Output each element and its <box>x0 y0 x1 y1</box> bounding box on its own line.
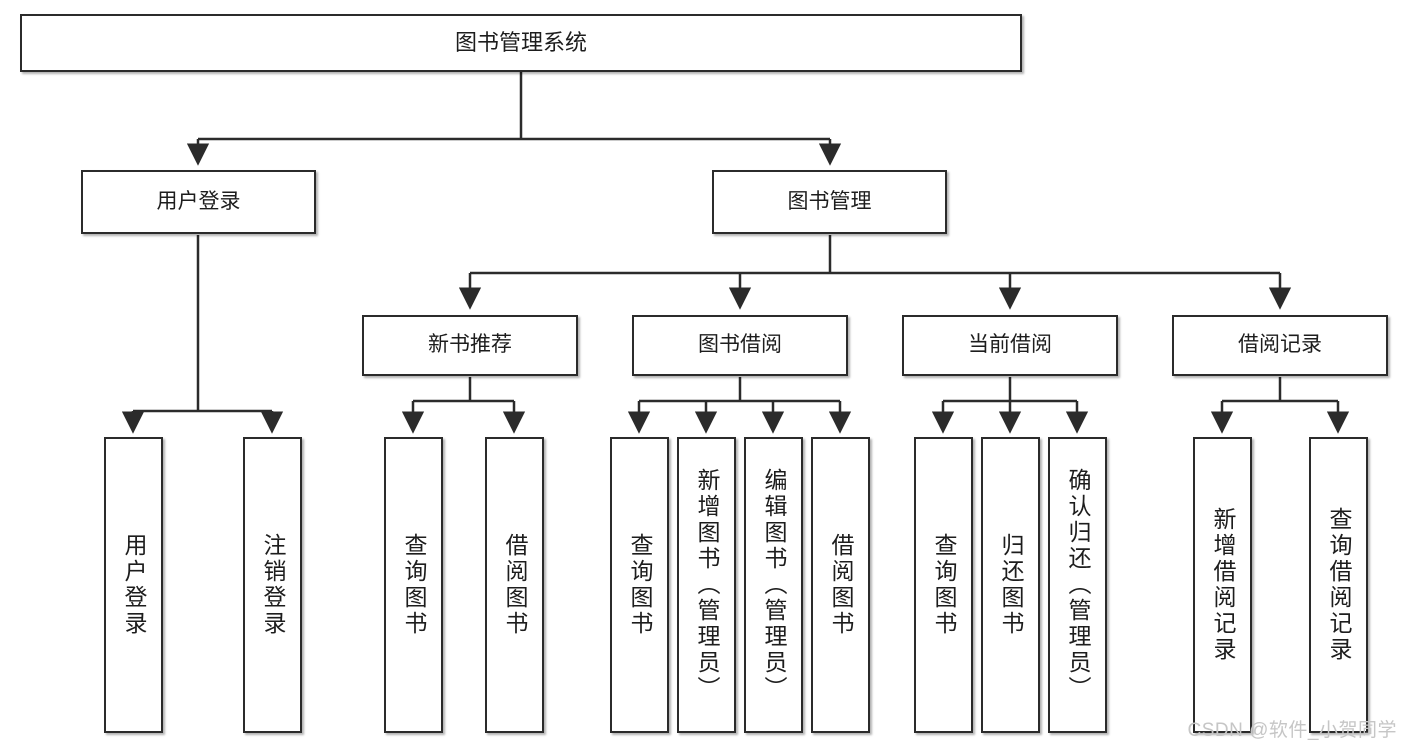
node-leaf-return-book[interactable]: 归还图书 <box>981 437 1040 733</box>
node-leaf-query-record-label: 查询借阅记录 <box>1326 507 1352 663</box>
node-leaf-edit-book-label: 编辑图书（管理员） <box>761 468 787 702</box>
node-leaf-user-login-label: 用户登录 <box>121 533 147 637</box>
node-root-label: 图书管理系统 <box>454 30 587 56</box>
node-leaf-query-book-1-label: 查询图书 <box>401 533 427 637</box>
node-borrow-record-label: 借阅记录 <box>1238 333 1322 357</box>
node-leaf-query-book-3-label: 查询图书 <box>931 533 957 637</box>
node-leaf-logout-login-label: 注销登录 <box>260 533 286 637</box>
node-leaf-return-book-label: 归还图书 <box>998 533 1024 637</box>
node-leaf-confirm-return-label: 确认归还（管理员） <box>1065 468 1091 702</box>
node-leaf-query-book-1[interactable]: 查询图书 <box>384 437 443 733</box>
node-leaf-borrow-book-2-label: 借阅图书 <box>828 533 854 637</box>
node-borrow-record[interactable]: 借阅记录 <box>1172 315 1388 376</box>
node-leaf-borrow-book-2[interactable]: 借阅图书 <box>811 437 870 733</box>
node-current-borrow-label: 当前借阅 <box>968 333 1052 357</box>
node-user-login-label: 用户登录 <box>156 189 241 213</box>
node-leaf-query-book-2-label: 查询图书 <box>627 533 653 637</box>
node-leaf-edit-book[interactable]: 编辑图书（管理员） <box>744 437 803 733</box>
node-leaf-query-book-2[interactable]: 查询图书 <box>610 437 669 733</box>
node-book-management-label: 图书管理 <box>787 189 872 213</box>
watermark: CSDN @软件_小贺同学 <box>1187 720 1397 741</box>
node-root[interactable]: 图书管理系统 <box>20 14 1022 72</box>
node-book-borrow[interactable]: 图书借阅 <box>632 315 848 376</box>
node-leaf-query-record[interactable]: 查询借阅记录 <box>1309 437 1368 733</box>
node-leaf-borrow-book-1-label: 借阅图书 <box>502 533 528 637</box>
node-leaf-query-book-3[interactable]: 查询图书 <box>914 437 973 733</box>
node-leaf-add-book-label: 新增图书（管理员） <box>694 468 720 702</box>
node-new-book-recommend[interactable]: 新书推荐 <box>362 315 578 376</box>
node-leaf-confirm-return[interactable]: 确认归还（管理员） <box>1048 437 1107 733</box>
node-leaf-user-login[interactable]: 用户登录 <box>104 437 163 733</box>
node-leaf-borrow-book-1[interactable]: 借阅图书 <box>485 437 544 733</box>
node-book-management[interactable]: 图书管理 <box>712 170 947 234</box>
node-leaf-add-record-label: 新增借阅记录 <box>1210 507 1236 663</box>
node-leaf-add-book[interactable]: 新增图书（管理员） <box>677 437 736 733</box>
node-current-borrow[interactable]: 当前借阅 <box>902 315 1118 376</box>
node-user-login[interactable]: 用户登录 <box>81 170 316 234</box>
node-new-book-recommend-label: 新书推荐 <box>428 333 512 357</box>
node-book-borrow-label: 图书借阅 <box>698 333 782 357</box>
node-leaf-logout-login[interactable]: 注销登录 <box>243 437 302 733</box>
node-leaf-add-record[interactable]: 新增借阅记录 <box>1193 437 1252 733</box>
